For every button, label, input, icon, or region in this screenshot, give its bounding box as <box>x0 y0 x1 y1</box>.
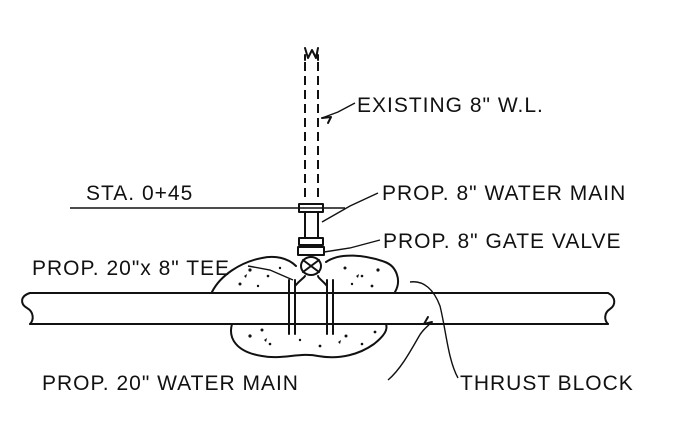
label-gate-valve: PROP. 8" GATE VALVE <box>383 230 622 253</box>
label-tee: PROP. 20"x 8" TEE <box>32 257 230 280</box>
label-thrust-block: THRUST BLOCK <box>460 372 634 395</box>
label-station: STA. 0+45 <box>86 182 193 205</box>
concrete-stipple <box>238 266 380 348</box>
label-20in-water-main: PROP. 20" WATER MAIN <box>42 372 299 395</box>
proposed-20in-main <box>21 292 616 325</box>
tee-fitting <box>288 275 334 335</box>
thrust-block <box>211 254 399 359</box>
existing-water-line <box>304 47 319 198</box>
leader-lines <box>247 102 459 381</box>
label-8in-water-main: PROP. 8" WATER MAIN <box>382 182 626 205</box>
proposed-8in-main <box>298 203 324 246</box>
label-existing-wl: EXISTING 8" W.L. <box>357 94 544 117</box>
gate-valve <box>297 246 325 276</box>
